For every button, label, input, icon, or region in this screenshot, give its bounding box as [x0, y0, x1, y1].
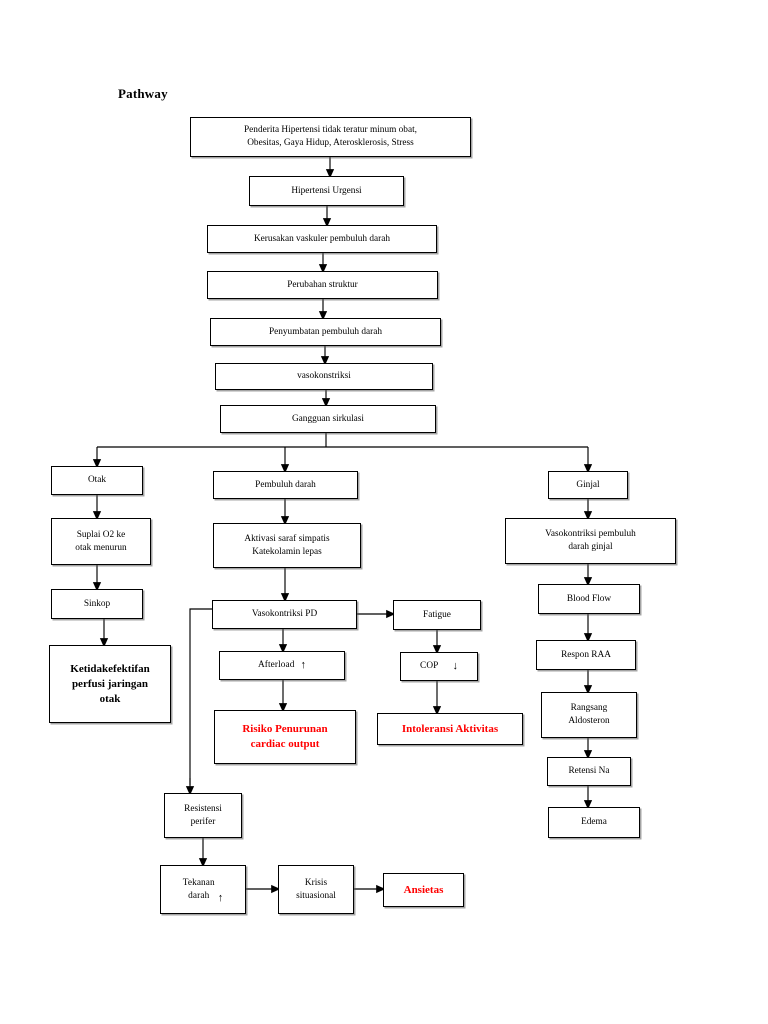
node-label: Ginjal	[576, 479, 600, 490]
node-label: Aktivasi saraf simpatis Katekolamin lepa…	[244, 533, 330, 557]
node-label: Gangguan sirkulasi	[291, 413, 365, 424]
node-vasokontriksi-pd: Vasokontriksi PD	[212, 600, 357, 629]
node-label: Ketidakefektifan perfusi jaringan otak	[70, 662, 150, 705]
node-gangguan-sirkulasi: Gangguan sirkulasi	[220, 405, 436, 433]
node-label: Vasokontriksi pembuluh darah ginjal	[545, 529, 636, 552]
node-label: Edema	[581, 817, 607, 827]
node-penderita-hipertensi: Penderita Hipertensi tidak teratur minum…	[190, 117, 471, 157]
node-hipertensi-urgensi: Hipertensi Urgensi	[249, 176, 404, 206]
node-cop: COP ↓	[400, 652, 478, 681]
node-label: Rangsang Aldosteron	[568, 703, 610, 726]
node-label: Afterload	[257, 660, 295, 670]
node-ginjal: Ginjal	[548, 471, 628, 499]
node-label: Otak	[87, 475, 107, 485]
node-suplai-o2-otak-menurun: Suplai O2 ke otak menurun	[51, 518, 151, 565]
node-edema: Edema	[548, 807, 640, 838]
node-vasokontriksi-pembuluh-darah-ginjal: Vasokontriksi pembuluh darah ginjal	[505, 518, 676, 564]
node-sinkop: Sinkop	[51, 589, 143, 619]
node-label: Suplai O2 ke otak menurun	[75, 529, 127, 553]
node-label: Fatigue	[423, 609, 451, 620]
node-respon-raa: Respon RAA	[536, 640, 636, 670]
node-perubahan-struktur: Perubahan struktur	[207, 271, 438, 299]
node-label: Penderita Hipertensi tidak teratur minum…	[244, 125, 417, 148]
node-label: Hipertensi Urgensi	[291, 185, 362, 196]
node-otak: Otak	[51, 466, 143, 495]
node-risiko-penurunan-cardiac-output: Risiko Penurunan cardiac output	[214, 710, 356, 764]
node-label: Ansietas	[403, 883, 444, 896]
node-label: Krisis situasional	[296, 877, 336, 901]
node-label: Intoleransi Aktivitas	[401, 722, 499, 735]
arrow-up-icon: ↑	[300, 659, 307, 671]
node-rangsang-aldosteron: Rangsang Aldosteron	[541, 692, 637, 738]
node-fatigue: Fatigue	[393, 600, 481, 630]
node-pembuluh-darah: Pembuluh darah	[213, 471, 358, 499]
node-penyumbatan-pembuluh-darah: Penyumbatan pembuluh darah	[210, 318, 441, 346]
node-label: Kerusakan vaskuler pembuluh darah	[253, 233, 391, 244]
node-label: Blood Flow	[566, 593, 612, 604]
node-krisis-situasional: Krisis situasional	[278, 865, 354, 914]
node-label: Tekanan darah	[182, 877, 215, 901]
node-label: Penyumbatan pembuluh darah	[268, 326, 383, 337]
node-label: COP	[420, 661, 439, 671]
node-intoleransi-aktivitas: Intoleransi Aktivitas	[377, 713, 523, 745]
arrow-up-icon: ↑	[217, 892, 224, 904]
edge-c3-c6-elbow	[189, 608, 212, 785]
page-title: Pathway	[118, 86, 168, 101]
node-label: Respon RAA	[561, 649, 611, 660]
node-label: Sinkop	[83, 598, 111, 609]
node-label: Risiko Penurunan cardiac output	[242, 723, 328, 750]
node-aktivasi-saraf-simpatis: Aktivasi saraf simpatis Katekolamin lepa…	[213, 523, 361, 568]
node-resistensi-perifer: Resistensi perifer	[164, 793, 242, 838]
node-label: Pembuluh darah	[255, 479, 316, 490]
node-vasokonstriksi: vasokonstriksi	[215, 363, 433, 390]
node-label: Retensi Na	[568, 766, 610, 776]
node-blood-flow: Blood Flow	[538, 584, 640, 614]
node-kerusakan-vaskuler: Kerusakan vaskuler pembuluh darah	[207, 225, 437, 253]
node-retensi-na: Retensi Na	[547, 757, 631, 786]
node-label: Perubahan struktur	[287, 279, 358, 290]
arrow-down-icon: ↓	[452, 660, 458, 672]
node-label: vasokonstriksi	[297, 371, 351, 381]
node-tekanan-darah: Tekanan darah ↑	[160, 865, 246, 914]
node-label: Vasokontriksi PD	[251, 609, 318, 619]
node-ketidakefektifan-perfusi-jaringan-otak: Ketidakefektifan perfusi jaringan otak	[49, 645, 171, 723]
node-ansietas: Ansietas	[383, 873, 464, 907]
node-afterload: Afterload ↑	[219, 651, 345, 680]
node-label: Resistensi perifer	[184, 803, 222, 827]
